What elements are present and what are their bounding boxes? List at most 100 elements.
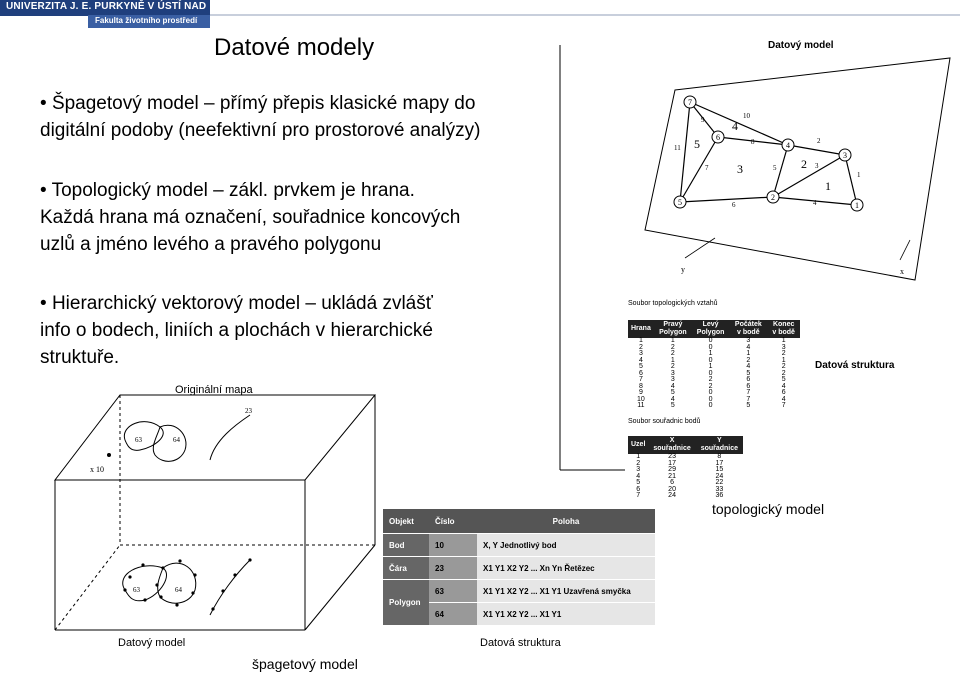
bullet-spaghetti: • Špagetový model – přímý přepis klasick…: [40, 90, 480, 144]
topology-nodes: 1 2 3 4 5 6 7: [673, 95, 864, 212]
table-header-cell: X souřadnice: [648, 436, 696, 454]
svg-text:7: 7: [705, 164, 709, 172]
table-cell: 15: [715, 466, 724, 473]
table-row: 3 29 15: [628, 466, 743, 474]
table-header-cell: Y souřadnice: [695, 436, 743, 454]
table-cell: 10: [429, 533, 477, 557]
original-map-labels: 23 63 64: [135, 407, 253, 444]
table-cell: 11: [637, 402, 645, 409]
table-cell: 3: [636, 466, 641, 473]
table-cell: 6: [746, 382, 751, 390]
svg-text:63: 63: [135, 436, 143, 444]
svg-text:4: 4: [732, 119, 738, 133]
bullet-line: digitální podoby (neefektivní pro prosto…: [40, 120, 481, 141]
table-cell: 1: [636, 453, 641, 460]
table-cell: 5: [638, 363, 643, 370]
table-cell: 4: [638, 356, 643, 364]
table-row: 1 23 8: [628, 453, 743, 461]
table-header-cell: Hrana: [628, 320, 654, 338]
table-cell: 0: [708, 369, 713, 377]
banner-bar-secondary: [88, 15, 210, 28]
table-cell: 4: [746, 343, 751, 351]
table-cell: 10: [637, 395, 645, 403]
bullet-line: Špagetový model – přímý přepis klasické …: [51, 93, 476, 114]
bullet-line: uzlů a jméno levého a pravého polygonu: [40, 234, 382, 255]
table-cell: 6: [636, 485, 641, 493]
table-row: 64 X1 Y1 X2 Y2 ... X1 Y1: [383, 602, 655, 626]
table-cell: 2: [746, 356, 751, 364]
points-table-title: Soubor souřadnic bodů: [628, 418, 701, 425]
table-row: Čára 23 X1 Y1 X2 Y2 ... Xn Yn Řetězec: [383, 556, 655, 580]
table-row: Bod 10 X, Y Jednotlivý bod: [383, 533, 655, 557]
topo-structure-label: Datová struktura: [815, 360, 895, 371]
table-cell: Bod: [383, 533, 429, 557]
table-cell: 23: [668, 453, 676, 460]
table-header-cell: Levý Polygon: [691, 320, 730, 338]
bullet-line: struktuře.: [40, 347, 120, 368]
svg-text:4: 4: [813, 199, 817, 207]
svg-text:8: 8: [751, 138, 755, 146]
table-header-cell: Poloha: [477, 509, 655, 534]
table-cell: 2: [670, 363, 675, 370]
svg-text:64: 64: [173, 436, 181, 444]
table-cell: Polygon: [383, 579, 429, 626]
table-header-cell: Číslo: [429, 509, 477, 534]
svg-text:11: 11: [674, 144, 681, 152]
svg-text:10: 10: [743, 112, 751, 120]
table-header-cell: Konec v bodě: [767, 320, 800, 338]
bullet-hierarchical: • Hierarchický vektorový model – ukládá …: [40, 290, 433, 371]
table-cell: 1: [638, 337, 643, 344]
table-cell: 24: [715, 472, 724, 480]
table-cell: 7: [746, 395, 751, 403]
table-cell: X, Y Jednotlivý bod: [477, 533, 655, 557]
table-cell: X1 Y1 X2 Y2 ... X1 Y1: [477, 602, 655, 626]
table-cell: 2: [781, 363, 786, 370]
svg-text:3: 3: [843, 151, 847, 160]
original-map-shapes: [123, 414, 251, 462]
bullet-line: info o bodech, liniích a plochách v hier…: [40, 320, 433, 341]
table-header-row: Objekt Číslo Poloha: [383, 509, 655, 534]
table-cell: 0: [708, 402, 713, 409]
table-cell: 8: [717, 453, 722, 460]
svg-text:4: 4: [786, 141, 790, 150]
table-cell: 3: [638, 350, 643, 357]
table-cell: 5: [636, 479, 641, 486]
table-cell: 2: [670, 343, 675, 351]
table-cell: 24: [668, 492, 676, 499]
university-banner: UNIVERZITA J. E. PURKYNĚ V ÚSTÍ NAD LABE…: [0, 0, 960, 30]
svg-text:23: 23: [245, 407, 253, 415]
table-header-cell: Uzel: [628, 436, 649, 454]
table-cell: 3: [670, 369, 675, 377]
table-cell: 20: [668, 485, 676, 493]
svg-text:1: 1: [857, 171, 861, 179]
svg-text:1: 1: [855, 201, 859, 210]
topo-caption: topologický model: [712, 501, 825, 517]
table-cell: 6: [781, 389, 786, 396]
table-header-cell: Počátek v bodě: [729, 320, 768, 338]
table-cell: 0: [708, 356, 713, 364]
bullet-topological: • Topologický model – zákl. prvkem je hr…: [40, 177, 460, 258]
table-cell: 29: [668, 466, 676, 473]
table-cell: 3: [781, 343, 786, 351]
table-cell: 4: [781, 382, 786, 390]
y-axis-label: y: [681, 265, 685, 274]
table-cell: 5: [746, 402, 751, 409]
table-cell: 8: [638, 382, 643, 390]
svg-text:63: 63: [133, 586, 141, 594]
table-cell: 4: [746, 363, 751, 370]
bullet-line: Hierarchický vektorový model – ukládá zv…: [51, 293, 433, 314]
table-cell: 36: [715, 492, 724, 499]
table-cell: 2: [670, 350, 675, 357]
table-cell: 5: [670, 402, 675, 409]
table-header-cell: Objekt: [383, 509, 429, 534]
